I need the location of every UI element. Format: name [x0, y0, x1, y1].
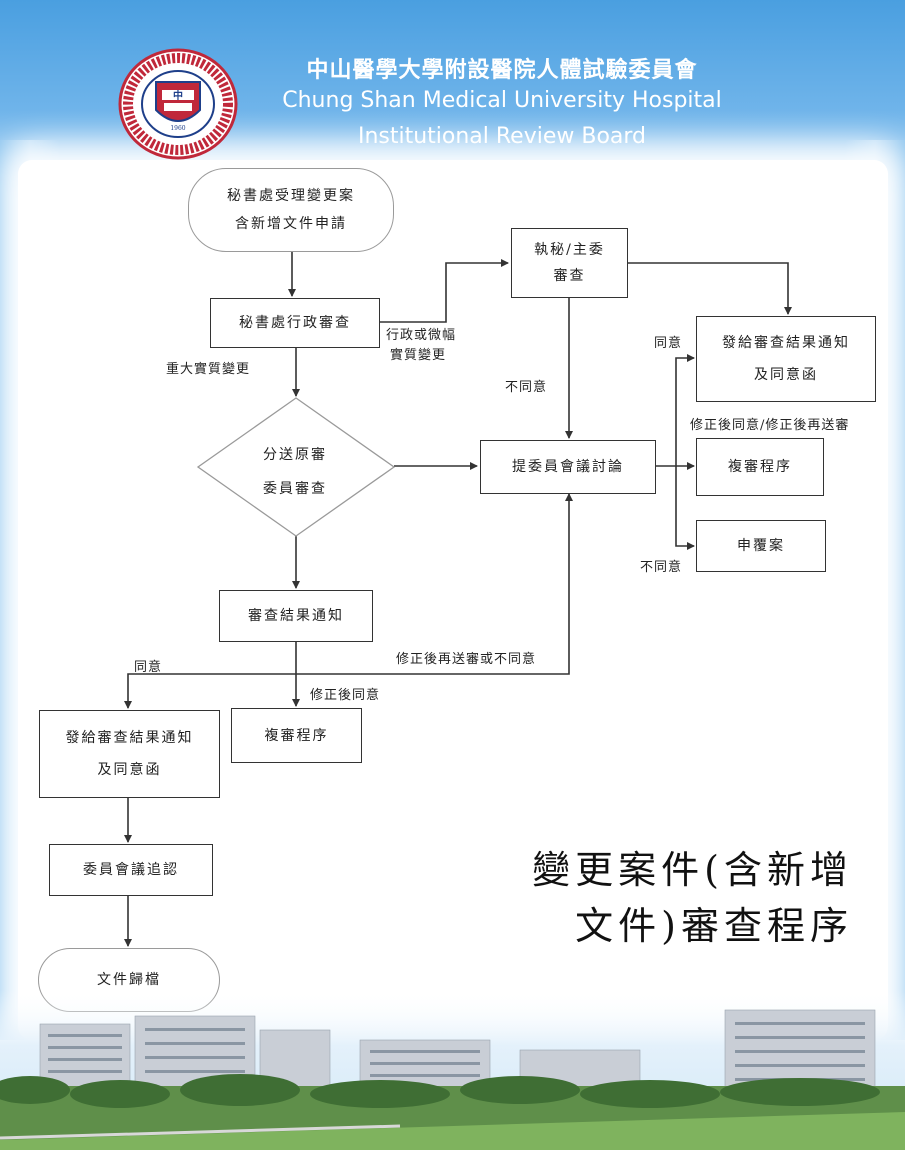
seal-year: 1960	[170, 125, 185, 132]
flowchart-title: 變更案件(含新增 文件)審查程序	[532, 848, 853, 948]
label-disagree-mid: 不同意	[505, 380, 548, 395]
label-revise-right: 修正後同意/修正後再送審	[690, 418, 850, 433]
node-admin-review: 秘書處行政審查	[210, 298, 380, 348]
arrow-result-to-committee	[295, 493, 573, 675]
node-result-notice: 審查結果通知	[219, 590, 373, 642]
arrow-committee-to-issue	[656, 354, 695, 467]
hospital-campus-illustration	[0, 990, 905, 1150]
seal-center-text: 中	[173, 89, 183, 102]
header-title-en-line1: Chung Shan Medical University Hospital	[282, 88, 722, 113]
university-seal-icon: 中 1960	[118, 48, 238, 160]
label-agree-right: 同意	[654, 336, 683, 351]
node-issue-notice-left: 發給審查結果通知及同意函	[39, 710, 220, 798]
label-major-change: 重大實質變更	[166, 362, 251, 377]
label-disagree-right: 不同意	[640, 560, 683, 575]
label-resubmit-or-disagree: 修正後再送審或不同意	[396, 652, 537, 667]
node-committee-discussion: 提委員會議討論	[480, 440, 656, 494]
node-re-review-left: 複審程序	[231, 708, 362, 763]
node-send-to-reviewers: 分送原審 委員審查	[263, 447, 327, 497]
arrow-admin-to-exec	[380, 259, 509, 323]
node-appeal: 申覆案	[696, 520, 826, 572]
label-agree-left: 同意	[134, 660, 163, 675]
label-revise-agree: 修正後同意	[310, 688, 381, 703]
arrow-committee-to-appeal	[675, 466, 695, 550]
label-minor-change: 行政或微幅 實質變更	[386, 328, 457, 363]
node-receive-application: 秘書處受理變更案含新增文件申請	[188, 168, 394, 252]
node-issue-notice-right: 發給審查結果通知及同意函	[696, 316, 876, 402]
arrow-exec-to-issue	[628, 262, 792, 315]
decision-diamond	[196, 397, 396, 537]
node-re-review-right: 複審程序	[696, 438, 824, 496]
header-title-zh: 中山醫學大學附設醫院人體試驗委員會	[306, 58, 698, 83]
header-title-en-line2: Institutional Review Board	[357, 124, 647, 149]
node-exec-chair-review: 執秘/主委審查	[511, 228, 628, 298]
node-committee-ratify: 委員會議追認	[49, 844, 213, 896]
arrow-result-to-issue	[124, 673, 296, 709]
